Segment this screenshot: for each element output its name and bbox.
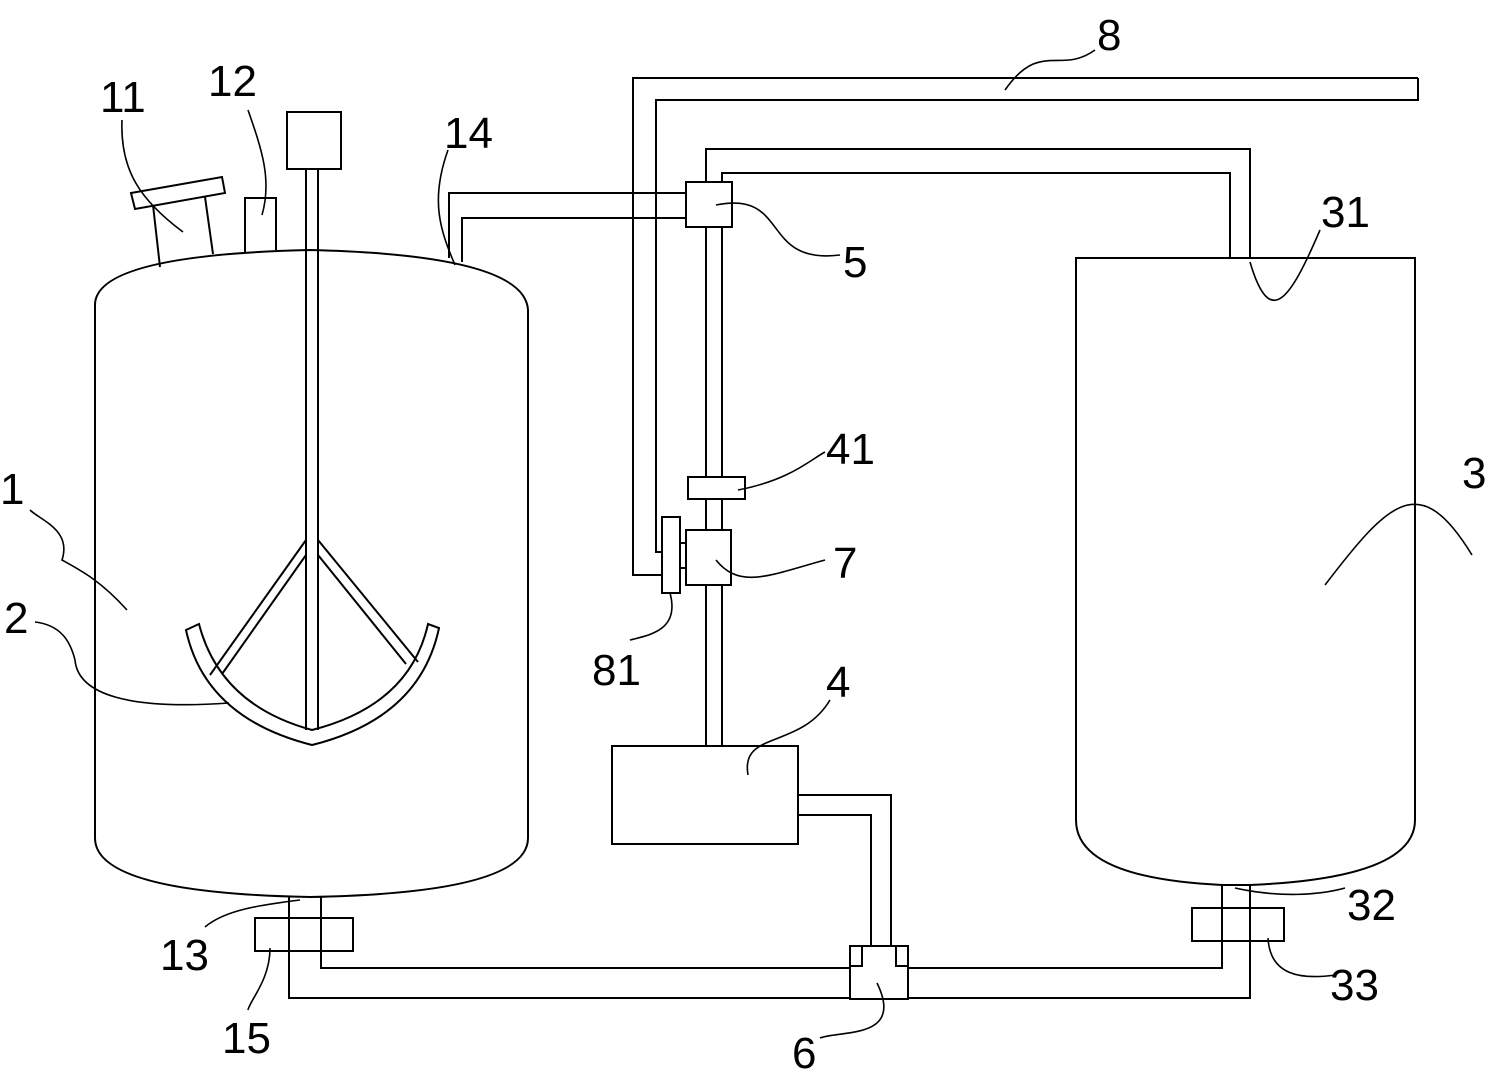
valve-6 bbox=[849, 945, 909, 1000]
valve-81 bbox=[661, 516, 686, 594]
label-33: 33 bbox=[1330, 961, 1379, 1010]
label-32: 32 bbox=[1347, 881, 1396, 930]
valve-41 bbox=[687, 476, 746, 500]
label-11: 11 bbox=[100, 73, 146, 122]
outlet-13-pipe bbox=[288, 897, 850, 999]
valve-7 bbox=[685, 529, 732, 586]
label-12: 12 bbox=[208, 57, 257, 106]
label-15: 15 bbox=[222, 1014, 271, 1063]
valve-15 bbox=[254, 917, 354, 952]
valve-33 bbox=[1191, 907, 1285, 942]
port-12 bbox=[244, 197, 277, 253]
label-8: 8 bbox=[1097, 11, 1121, 60]
label-1: 1 bbox=[0, 465, 24, 514]
label-13: 13 bbox=[160, 931, 209, 980]
pump-4 bbox=[611, 745, 892, 946]
labels: 8 11 12 14 5 31 41 3 1 7 2 81 4 32 13 33… bbox=[0, 11, 1486, 1078]
riser-pipe bbox=[705, 227, 723, 746]
label-3: 3 bbox=[1462, 449, 1486, 498]
label-4: 4 bbox=[826, 658, 850, 707]
stirrer-2 bbox=[184, 111, 441, 747]
tank-1 bbox=[94, 248, 529, 899]
leader-lines bbox=[29, 49, 1473, 1039]
label-81: 81 bbox=[592, 646, 641, 695]
valve-5 bbox=[685, 148, 1251, 258]
port-14-pipe bbox=[448, 192, 686, 262]
label-41: 41 bbox=[826, 425, 875, 474]
label-6: 6 bbox=[792, 1029, 816, 1078]
label-7: 7 bbox=[833, 539, 857, 588]
port-11 bbox=[129, 175, 227, 268]
label-5: 5 bbox=[843, 238, 867, 287]
tank-3 bbox=[1075, 257, 1416, 886]
label-14: 14 bbox=[444, 109, 493, 158]
pipe-8 bbox=[632, 77, 1419, 576]
label-2: 2 bbox=[4, 594, 28, 643]
label-31: 31 bbox=[1321, 188, 1370, 237]
